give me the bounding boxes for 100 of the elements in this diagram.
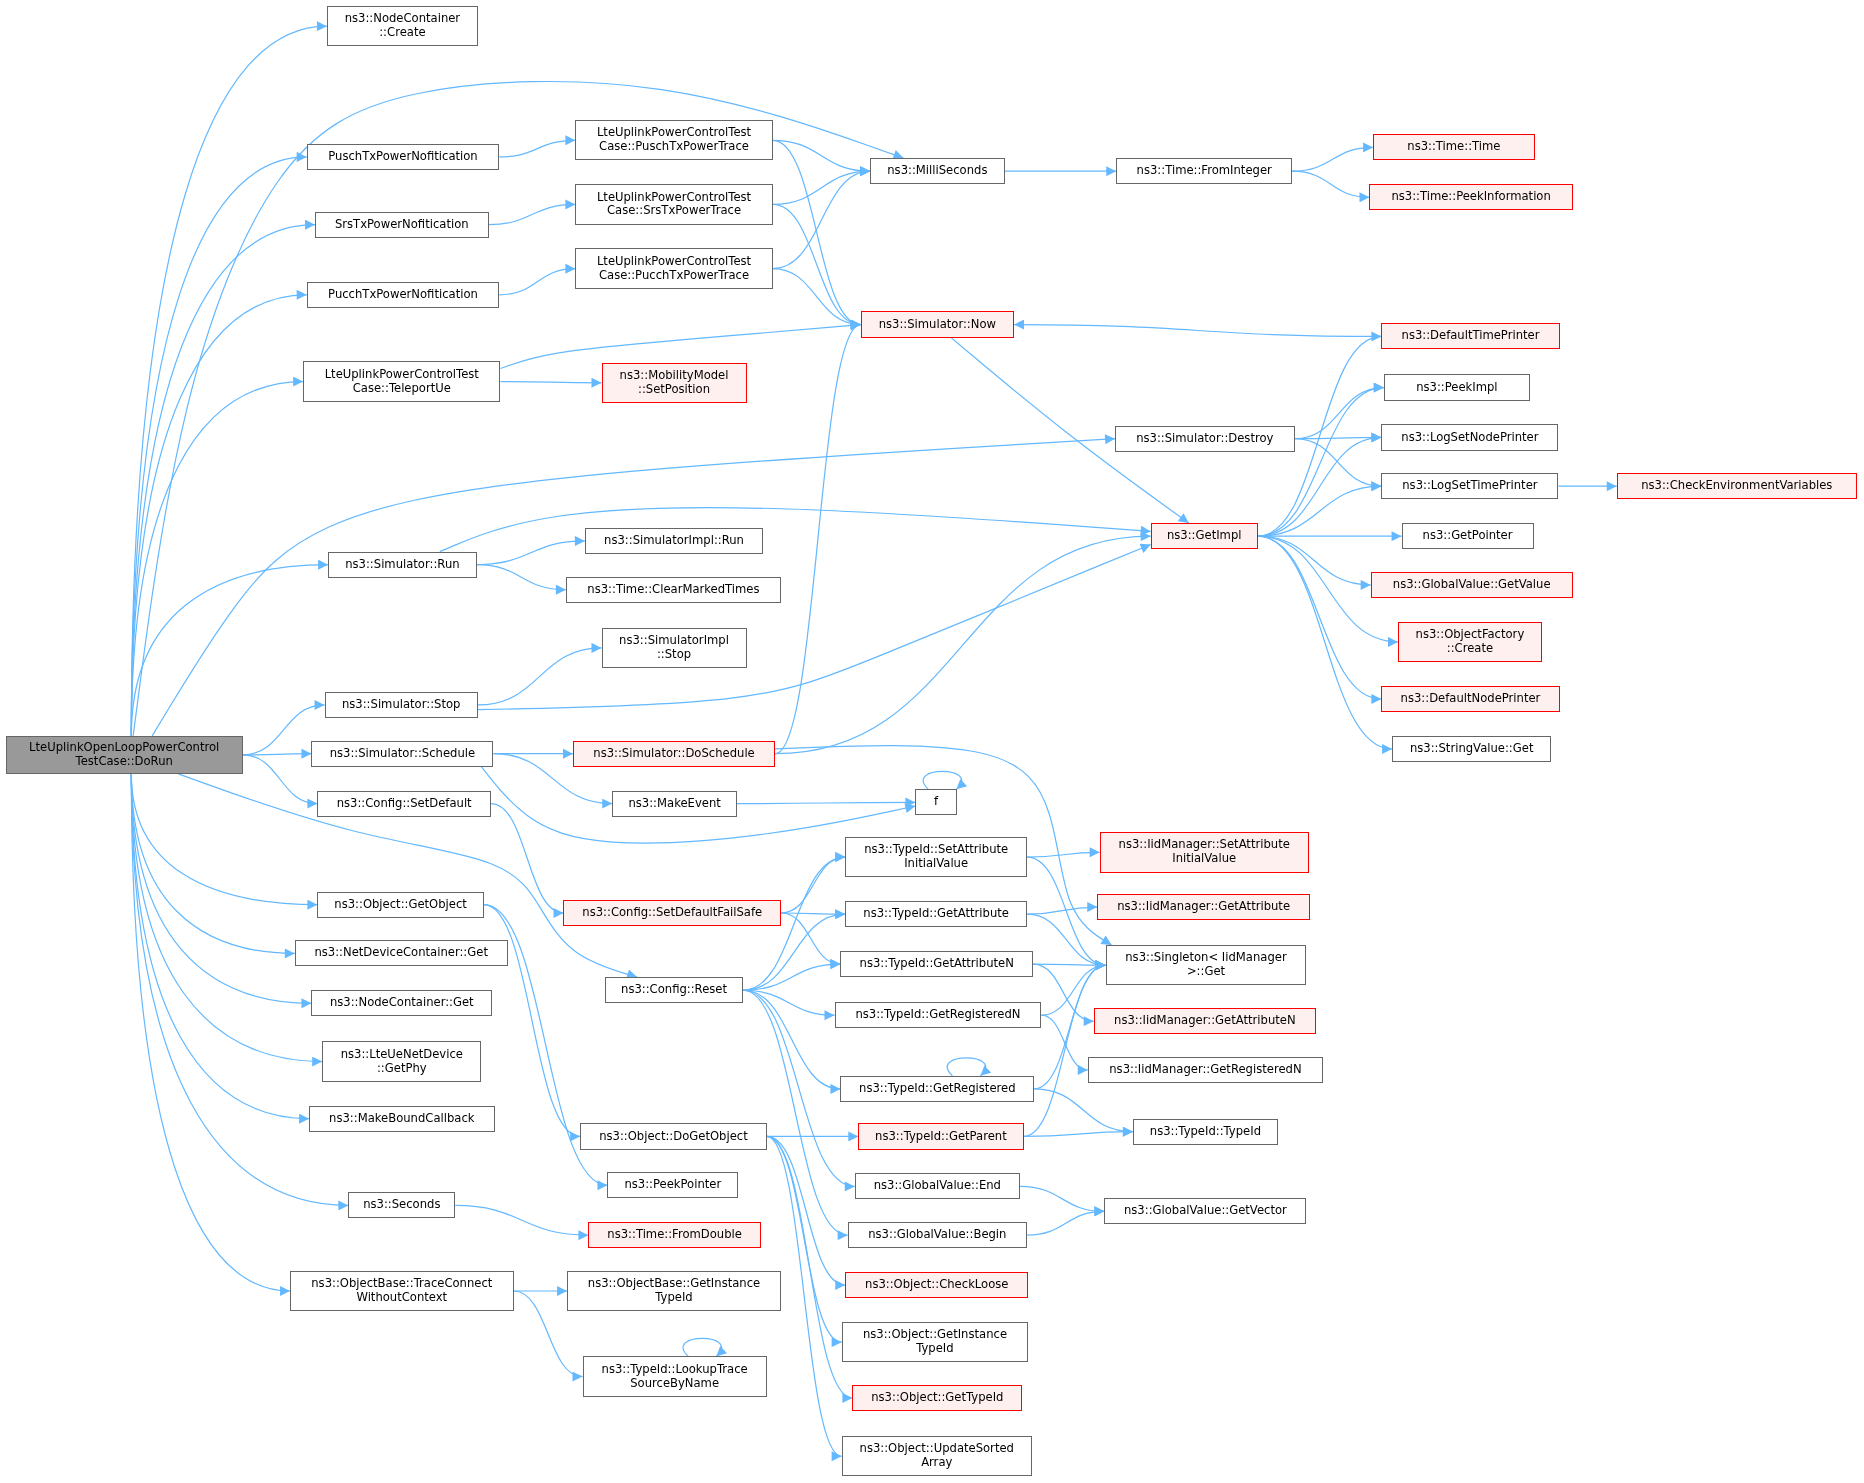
call-arrow [490, 803, 565, 916]
function-box [575, 184, 773, 225]
call-arrow [480, 766, 916, 844]
function-box [309, 1105, 495, 1132]
function-name: ns3::TypeId::GetAttribute [862, 907, 1010, 922]
function-name: ns3::SimulatorImpl::Run [603, 533, 745, 548]
function-box [1401, 523, 1534, 550]
function-box [1383, 374, 1530, 401]
function-box [311, 740, 494, 767]
function-box [317, 790, 491, 817]
function-name: ns3::DefaultNodePrinter [1399, 692, 1542, 706]
call-arrow [477, 643, 603, 706]
function-box [1099, 832, 1309, 873]
function-box [1097, 893, 1310, 921]
function-box [858, 1123, 1024, 1150]
function-name: ns3::Object::GetObject [333, 897, 468, 912]
function-name: ns3::PeekImpl [1415, 380, 1499, 395]
call-arrow [241, 754, 318, 808]
function-box [565, 576, 781, 603]
function-box [294, 940, 508, 967]
function-name: ns3::Config::Reset [620, 983, 728, 998]
function-name: ns3::SimulatorImpl ::Stop [618, 633, 730, 662]
function-name: ns3::Simulator::Run [344, 557, 461, 572]
call-arrow [454, 1204, 590, 1240]
call-arrow [1003, 166, 1117, 177]
call-arrow [742, 910, 846, 991]
call-arrow [946, 1057, 991, 1077]
function-box [317, 891, 484, 918]
call-arrow [492, 753, 613, 808]
function-name: ns3::CheckEnvironmentVariables [1640, 479, 1834, 494]
function-name: ns3::LogSetTimePrinter [1401, 479, 1539, 494]
call-arrow [736, 797, 916, 808]
function-name: ns3::TypeId::GetRegisteredN [854, 1008, 1022, 1023]
call-arrow [950, 337, 1190, 524]
function-name: ns3::ObjectBase::TraceConnect WithoutContext [310, 1277, 494, 1305]
function-name: ns3::IidManager::GetAttributeN [1113, 1014, 1297, 1029]
call-arrow [1026, 902, 1098, 915]
function-box [605, 977, 743, 1004]
function-name: ns3::Singleton< IidManager >::Get [1124, 951, 1288, 980]
function-name: ns3::IidManager::GetAttribute [1116, 900, 1292, 914]
function-name: ns3::LteUeNetDevice ::GetPhy [339, 1047, 464, 1076]
function-name: ns3::NetDeviceContainer::Get [313, 946, 489, 961]
function-box [1132, 1118, 1278, 1145]
call-arrow [498, 135, 576, 158]
function-name: ns3::MilliSeconds [886, 164, 989, 179]
function-name: LteUplinkPowerControlTest Case::PuschTxPowerTrace [595, 126, 753, 155]
function-box [563, 899, 781, 927]
function-name: PuschTxPowerNofitication [327, 149, 479, 164]
function-box [612, 790, 738, 817]
call-arrow [1032, 963, 1095, 1025]
function-box [306, 143, 500, 170]
call-arrow [512, 1290, 584, 1380]
function-box [326, 5, 478, 47]
function-name: ns3::Time::FromDouble [606, 1228, 743, 1243]
function-box [573, 740, 776, 767]
function-name: ns3::Seconds [362, 1198, 442, 1213]
function-name: ns3::PeekPointer [623, 1178, 723, 1193]
function-name: ns3::Config::SetDefaultFailSafe [581, 906, 764, 920]
function-box [575, 248, 773, 289]
function-box [584, 527, 764, 554]
function-box [1370, 571, 1573, 598]
function-name: ns3::Time::PeekInformation [1390, 190, 1552, 205]
call-arrow [922, 770, 967, 790]
function-name: LteUplinkPowerControlTest Case::TeleportUe [323, 367, 480, 396]
call-arrow [742, 854, 846, 991]
function-box [1104, 1198, 1307, 1225]
call-arrow [130, 560, 329, 737]
call-arrow [1040, 1014, 1089, 1073]
function-name: ns3::ObjectFactory ::Create [1414, 628, 1526, 656]
function-box [841, 1436, 1032, 1477]
function-name: ns3::Simulator::Schedule [328, 746, 477, 761]
function-name: ns3::TypeId::TypeId [1148, 1124, 1262, 1139]
function-box [290, 1270, 514, 1312]
function-box [1381, 424, 1559, 451]
function-name: ns3::TypeId::GetRegistered [858, 1081, 1017, 1096]
call-arrow [483, 904, 581, 1138]
function-box [311, 990, 493, 1017]
function-name: ns3::LogSetNodePrinter [1400, 430, 1540, 445]
function-box [1392, 735, 1552, 762]
call-arrow [499, 377, 603, 388]
function-box [845, 1272, 1029, 1299]
call-arrow [1291, 170, 1371, 202]
call-arrow [1291, 142, 1374, 172]
call-arrow [498, 264, 576, 296]
call-arrow [477, 543, 1152, 711]
call-arrow [1557, 481, 1618, 492]
function-name: ns3::Time::FromInteger [1135, 164, 1273, 179]
function-box [315, 211, 489, 238]
function-name: PucchTxPowerNofitication [327, 287, 479, 302]
function-name: ns3::Time::Time [1406, 140, 1502, 155]
function-name: ns3::IidManager::GetRegisteredN [1108, 1062, 1303, 1077]
function-box [601, 627, 747, 669]
function-name: ns3::TypeId::GetParent [874, 1129, 1008, 1144]
call-arrow [130, 773, 291, 1295]
function-name: SrsTxPowerNofitication [333, 217, 470, 232]
function-box [1093, 1008, 1316, 1035]
function-box [348, 1192, 456, 1219]
function-box [567, 1270, 781, 1312]
function-box [1369, 184, 1573, 211]
function-box [847, 1222, 1028, 1249]
